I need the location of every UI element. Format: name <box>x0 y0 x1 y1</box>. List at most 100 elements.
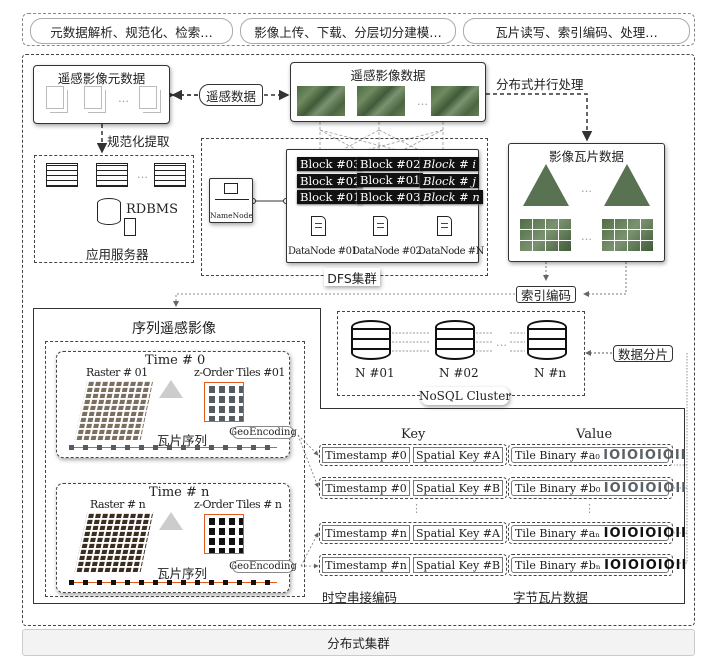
nosql-label: NoSQL Cluster <box>418 387 512 405</box>
table-icon <box>154 163 186 187</box>
dfs-label: DFS集群 <box>324 268 380 286</box>
kv-value-row <box>508 477 673 499</box>
table-icon <box>46 163 78 187</box>
distributed-cluster-bar[interactable]: 分布式集群 <box>22 629 695 656</box>
zorder-label: z-Order Tiles #01 <box>194 366 285 379</box>
kv-key-row <box>319 522 507 544</box>
main-container <box>22 54 695 626</box>
server-icon <box>124 218 136 236</box>
file-icon <box>437 216 452 236</box>
app-server-label: 应用服务器 <box>86 247 149 262</box>
nosql-node-label: N #n <box>534 366 567 380</box>
geoencoding-tag[interactable]: GeoEncoding <box>229 426 297 439</box>
kv-value-row <box>508 554 673 576</box>
tile-data-box: 影像瓦片数据 … … <box>508 143 665 262</box>
geoencoding-tag[interactable]: GeoEncoding <box>229 560 297 573</box>
series-box-step <box>320 308 685 409</box>
tile-binary-label: Tile Binary #b₀ <box>515 482 601 495</box>
block: Block #01 <box>357 173 424 187</box>
extract-label: 规范化提取 <box>107 134 170 149</box>
remote-data-tag[interactable]: 遥感数据 <box>199 84 263 106</box>
tile-grid-image <box>601 218 653 252</box>
satellite-image <box>357 86 405 116</box>
time-label: Time # 0 <box>145 353 206 368</box>
raster-grid <box>74 380 154 440</box>
key-header: Key <box>401 427 426 442</box>
tile-binary-cell: Tile Binary #bₙ IOIOIOIOII <box>511 557 686 573</box>
table-icon <box>96 163 128 187</box>
block: Block #01 <box>297 190 364 204</box>
time-label: Time # n <box>149 485 210 500</box>
document-icon <box>84 86 102 109</box>
value-vdots: ⋮ <box>584 502 595 515</box>
satellite-image <box>297 86 345 116</box>
binary-bits: IOIOIOIOII <box>603 526 687 541</box>
zorder-tiles <box>204 514 244 554</box>
raster-label: Raster # 01 <box>86 366 148 379</box>
database-icon <box>97 198 121 225</box>
binary-bits: IOIOIOIOII <box>603 481 687 496</box>
tile-binary-cell: Tile Binary #aₙ IOIOIOIOII <box>511 525 686 541</box>
datanode-label: DataNode #02 <box>352 246 422 257</box>
imagery-title: 遥感影像数据 <box>350 68 426 83</box>
file-icon <box>373 216 388 236</box>
kv-value-row <box>508 522 673 544</box>
tile-sequence <box>69 445 277 450</box>
tree-icon <box>215 199 249 209</box>
datanode-label: DataNode #01 <box>288 246 358 257</box>
timestamp-cell: Timestamp #n <box>322 525 410 541</box>
zorder-tiles <box>204 382 244 422</box>
monitor-icon <box>224 183 238 194</box>
metadata-ellipsis: … <box>118 92 129 105</box>
tile-grid-image <box>519 218 571 252</box>
kv-key-row <box>319 477 507 499</box>
app-server-box <box>34 155 194 263</box>
namenode[interactable]: NameNode <box>209 178 253 223</box>
imagery-box: 遥感影像数据 … <box>290 62 486 122</box>
tile-binary-label: Tile Binary #aₙ <box>515 527 601 540</box>
service-tiles[interactable]: 瓦片读写、索引编码、处理… <box>463 18 690 44</box>
timestamp-cell: Timestamp #n <box>322 557 410 573</box>
tile-binary-label: Tile Binary #bₙ <box>515 559 601 572</box>
tile-sequence-label: 瓦片序列 <box>157 433 208 448</box>
series-box-bottom <box>33 408 685 604</box>
raster-grid <box>74 512 154 572</box>
key-vdots: ⋮ <box>411 502 422 515</box>
tile-data-title: 影像瓦片数据 <box>548 149 624 164</box>
tile-sequence <box>69 580 277 585</box>
imagery-ellipsis: … <box>417 95 428 108</box>
tile-sequence-label: 瓦片序列 <box>157 566 208 581</box>
series-title: 序列遥感影像 <box>132 321 216 337</box>
block: Block #02 <box>297 174 364 188</box>
service-imagery[interactable]: 影像上传、下载、分层切分建模… <box>240 18 456 44</box>
kv-value-row <box>508 444 673 466</box>
block: Block #03 <box>357 190 424 204</box>
kv-key-row <box>319 444 507 466</box>
database-node-icon <box>351 320 391 360</box>
data-shard-tag[interactable]: 数据分片 <box>613 345 673 362</box>
timestamp-cell: Timestamp #0 <box>322 447 410 463</box>
index-encoding-tag[interactable]: 索引编码 <box>516 286 576 303</box>
tile-binary-cell: Tile Binary #b₀ IOIOIOIOII <box>511 480 686 496</box>
datanode-label: DataNode #N <box>418 246 484 257</box>
time-panel-0: Time # 0 Raster # 01 z-Order Tiles #01 瓦… <box>56 351 297 458</box>
rdbms-label: RDBMS <box>126 202 178 217</box>
tables-ellipsis: … <box>137 168 148 181</box>
block: Block # n <box>420 190 483 204</box>
blocks-ellipsis: … <box>408 174 419 187</box>
spatial-key-cell: Spatial Key #B <box>413 480 503 496</box>
file-icon <box>311 216 326 236</box>
nosql-node-label: N #01 <box>355 366 395 380</box>
time-panel-n: Time # n Raster # n z-Order Tiles # n 瓦片… <box>56 483 297 593</box>
binary-bits: IOIOIOIOII <box>603 448 687 463</box>
document-icon <box>46 86 64 109</box>
tile-grid-ellipsis: … <box>581 230 592 243</box>
database-node-icon <box>435 320 475 360</box>
block: Block #02 <box>357 157 424 171</box>
document-icon <box>139 86 157 109</box>
service-layer <box>22 13 695 46</box>
service-metadata[interactable]: 元数据解析、规范化、检索… <box>30 18 233 44</box>
zorder-label: z-Order Tiles # n <box>194 498 282 511</box>
pyramid-icon <box>523 164 569 206</box>
block: Block #03 <box>297 157 364 171</box>
